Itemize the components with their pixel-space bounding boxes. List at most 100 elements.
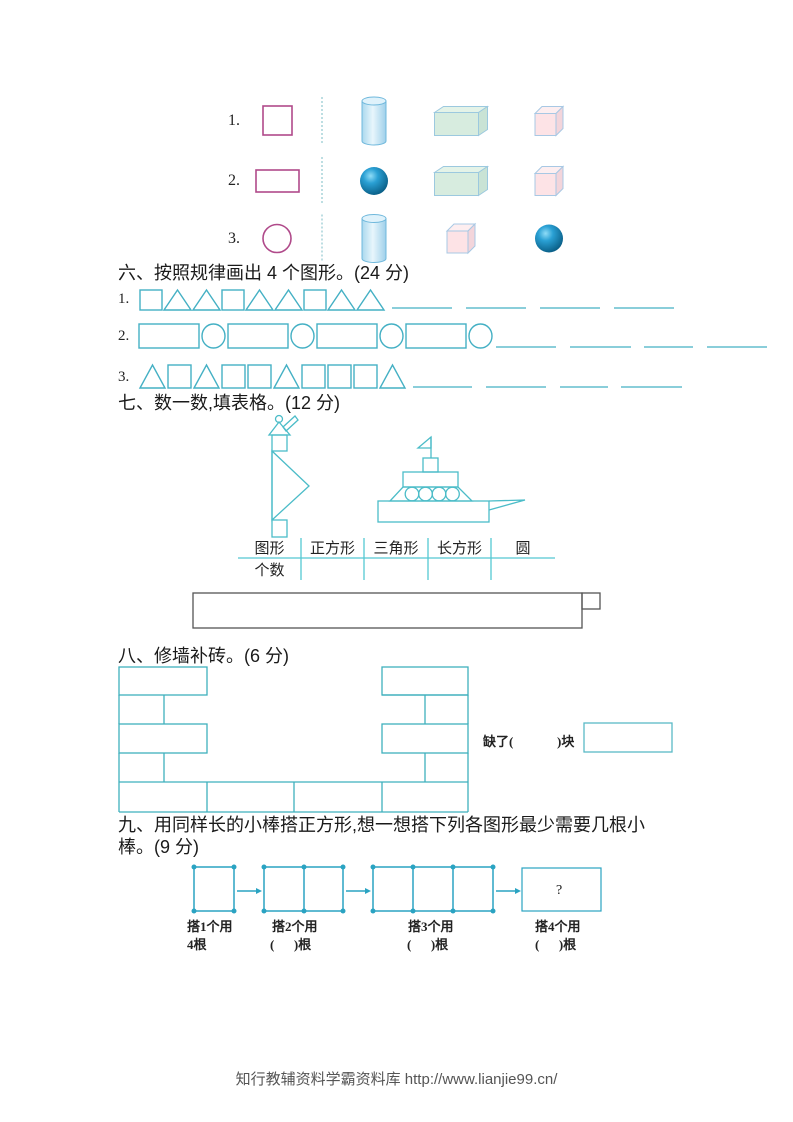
- row-label: 3.: [228, 230, 240, 247]
- square-shape: [221, 364, 246, 389]
- pattern-rows: [138, 288, 767, 389]
- rectangle-shape: [405, 323, 467, 349]
- footer-watermark: 知行教辅资料学霸资料库 http://www.lianjie99.cn/: [235, 1071, 558, 1088]
- step-3-answer-blank[interactable]: ( )根: [407, 937, 449, 952]
- square-outline: [262, 105, 293, 136]
- row-label: 1.: [228, 112, 240, 129]
- flag-triangle: [416, 435, 432, 449]
- triangle-shape: [244, 288, 275, 311]
- missing-bricks-answer-blank[interactable]: [508, 734, 556, 750]
- square-shape: [221, 289, 245, 311]
- section-8-title: 八、修墙补砖。(6 分): [118, 646, 289, 666]
- pattern-row-3: [138, 363, 682, 389]
- three-square-figure: [372, 866, 494, 912]
- step-2-answer-blank[interactable]: ( )根: [270, 937, 312, 952]
- square-part: [422, 457, 439, 473]
- square-part: [271, 434, 288, 452]
- cuboid-icon: [432, 165, 490, 197]
- cube-icon: [533, 165, 565, 197]
- pattern-row-1: [139, 288, 674, 311]
- step-3-label: 搭3个用: [408, 919, 454, 934]
- cylinder-icon: [361, 214, 387, 263]
- sphere-icon: [360, 167, 388, 195]
- circle-shape: [379, 323, 404, 349]
- triangle-part: [271, 449, 310, 522]
- triangle-shape: [326, 288, 357, 311]
- count-cell-square[interactable]: [301, 561, 364, 580]
- triangle-shape: [138, 363, 167, 389]
- circle-outline: [262, 223, 292, 254]
- triangle-shape: [378, 363, 407, 389]
- missing-bricks-prefix: 缺了(: [483, 734, 514, 749]
- table-header-rectangle: 长方形: [436, 540, 482, 557]
- brick: [118, 723, 208, 754]
- shape-row-2: [255, 157, 565, 203]
- shape-row-1: [262, 96, 565, 146]
- cylinder-icon: [361, 96, 387, 146]
- square-shape: [139, 289, 163, 311]
- brick: [118, 666, 208, 696]
- step-2-label: 搭2个用: [272, 919, 318, 934]
- ship-figure: [377, 435, 526, 523]
- brick: [381, 723, 469, 754]
- missing-bricks-suffix: )块: [557, 734, 575, 749]
- pattern-row-2: [138, 323, 767, 349]
- square-shape: [353, 364, 378, 389]
- triangle-shape: [273, 288, 304, 311]
- rectangle-part: [402, 471, 459, 488]
- rectangle-part: [282, 415, 299, 432]
- table-header-triangle: 三角形: [373, 540, 419, 557]
- pattern-row-label: 3.: [118, 369, 130, 385]
- answer-box[interactable]: [192, 592, 601, 629]
- square-shape: [167, 364, 192, 389]
- circle-part: [445, 486, 460, 502]
- count-cell-triangle[interactable]: [364, 561, 428, 580]
- arrowhead-icon: [365, 888, 371, 894]
- triangle-shape: [272, 363, 301, 389]
- section-7-title: 七、数一数,填表格。(12 分): [118, 393, 341, 413]
- brick: [381, 666, 469, 696]
- square-shape: [303, 289, 327, 311]
- circle-part: [404, 486, 420, 502]
- table-header-square: 正方形: [309, 540, 355, 557]
- count-cell-rectangle[interactable]: [428, 561, 491, 580]
- step-1-label: 搭1个用: [187, 919, 233, 934]
- count-cell-circle[interactable]: [491, 561, 555, 580]
- square-shape: [301, 364, 326, 389]
- pattern-row-label: 2.: [118, 328, 130, 344]
- section-9-title-line-2: 棒。(9 分): [118, 837, 199, 857]
- circle-part: [431, 486, 447, 502]
- step-4-answer-blank[interactable]: ( )根: [535, 937, 577, 952]
- table-row-label-count: 个数: [254, 562, 285, 579]
- cube-icon: [533, 105, 565, 137]
- unknown-mark: ?: [556, 883, 563, 898]
- hull-rectangle: [377, 500, 490, 523]
- circle-shape: [468, 323, 493, 349]
- cuboid-icon: [432, 105, 490, 137]
- sphere-icon: [535, 224, 563, 253]
- square-part: [271, 519, 288, 538]
- row-label: 2.: [228, 172, 240, 189]
- square-shape: [247, 364, 272, 389]
- arrowhead-icon: [256, 888, 262, 894]
- circle-shape: [201, 323, 226, 349]
- table-header-shape: 图形: [254, 540, 285, 557]
- cube-icon: [445, 222, 477, 255]
- rectangle-shape: [138, 323, 200, 349]
- triangle-shape: [192, 363, 221, 389]
- step-4-label: 搭4个用: [535, 919, 581, 934]
- stick-joints: [191, 864, 521, 914]
- section-9-title-line-1: 九、用同样长的小棒搭正方形,想一想搭下列各图形最少需要几根小: [118, 815, 645, 835]
- circle-part: [418, 486, 433, 502]
- triangle-shape: [162, 288, 193, 311]
- wall-answer-box[interactable]: [583, 722, 673, 753]
- bow-triangle: [488, 499, 526, 511]
- stick-figures: [193, 866, 602, 912]
- four-square-placeholder: [521, 867, 602, 912]
- step-1-answer: 4根: [187, 937, 207, 952]
- one-square-figure: [193, 866, 235, 912]
- arrowhead-icon: [515, 888, 521, 894]
- rectangle-shape: [316, 323, 378, 349]
